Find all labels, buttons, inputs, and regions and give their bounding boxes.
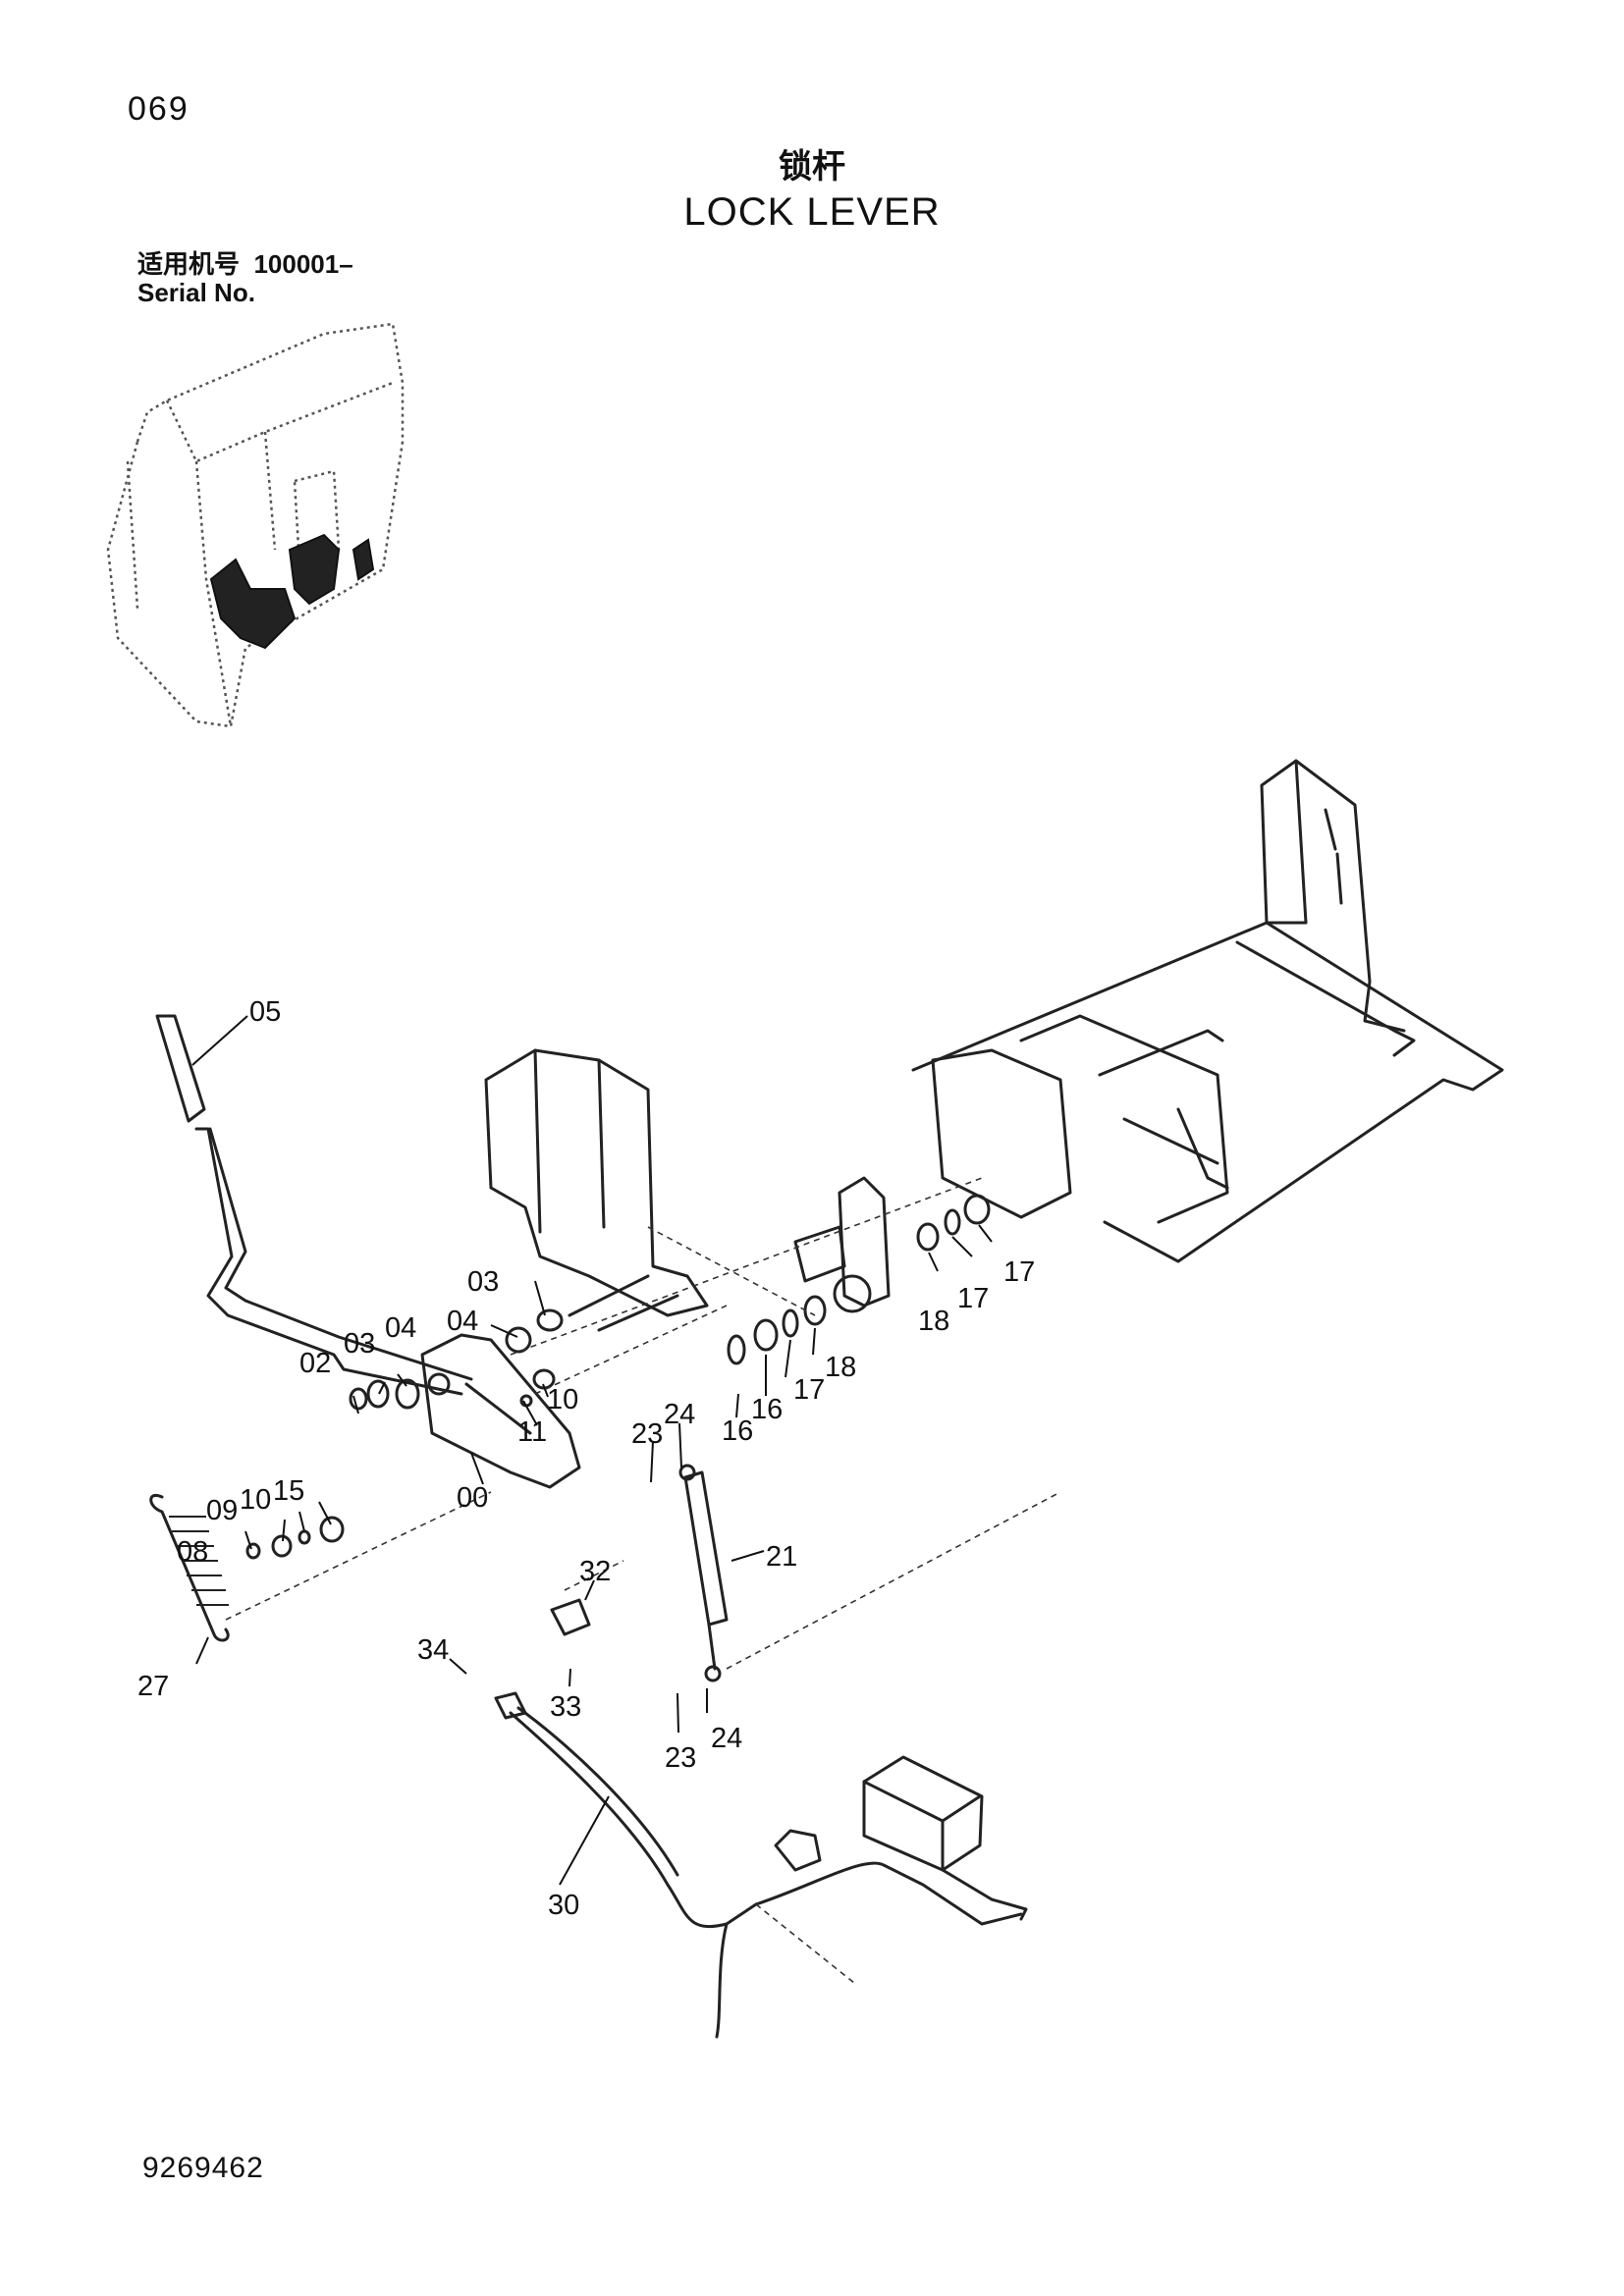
callout-11: 15	[273, 1475, 304, 1507]
callout-18-upper: 18	[918, 1306, 949, 1337]
callout-33: 33	[550, 1691, 581, 1723]
callout-21: 21	[766, 1541, 797, 1573]
limit-switch-harness-icon	[494, 1598, 1028, 2039]
callout-05: 05	[249, 996, 281, 1028]
pivot-plate-icon	[793, 1176, 891, 1313]
callout-08: 08	[177, 1536, 208, 1568]
title-english: LOCK LEVER	[683, 190, 941, 234]
washers-group-icon	[245, 1194, 991, 1560]
document-number: 9269462	[142, 2152, 264, 2184]
callout-labels: 05 03 04 02 03 04 10 11 09 10 15 08 00 1…	[137, 996, 1035, 1921]
callout-30: 30	[548, 1890, 579, 1921]
callout-24-lower: 24	[711, 1723, 742, 1754]
lever-bracket-icon	[420, 1333, 581, 1489]
callout-16-lower: 16	[751, 1394, 783, 1425]
callout-00: 00	[457, 1482, 488, 1514]
callout-03-lower: 03	[344, 1328, 375, 1360]
serial-label-en: Serial No.	[137, 278, 255, 307]
callout-32: 32	[579, 1556, 611, 1587]
callout-04-lower: 04	[385, 1312, 416, 1344]
callout-34: 34	[417, 1634, 449, 1666]
serial-value: 100001–	[253, 249, 353, 279]
leader-lines	[191, 1015, 993, 1886]
title-chinese: 锁杆	[779, 147, 845, 187]
callout-23-lower: 23	[665, 1742, 696, 1774]
callout-24-upper: 24	[664, 1399, 695, 1430]
alignment-lines-icon	[225, 1177, 1061, 1984]
callout-27: 27	[137, 1671, 169, 1702]
excavator-cab-icon	[106, 322, 405, 728]
callout-09-left: 09	[206, 1495, 238, 1526]
serial-block: 适用机号 100001– Serial No.	[137, 250, 353, 306]
serial-label-cn: 适用机号	[137, 250, 241, 280]
gas-spring-icon	[678, 1464, 729, 1682]
left-bracket-icon	[484, 1048, 709, 1332]
spring-icon	[149, 1493, 230, 1642]
callout-03-upper: 03	[467, 1266, 499, 1298]
callout-16-upper: 17	[1003, 1256, 1035, 1288]
callout-23-upper: 23	[631, 1418, 663, 1450]
callout-10-left: 10	[240, 1484, 271, 1516]
callout-15: 16	[722, 1415, 753, 1447]
callout-09-right: 10	[547, 1384, 578, 1415]
callout-17-upper: 17	[957, 1283, 989, 1314]
lock-lever-arm-icon	[155, 1014, 473, 1396]
callout-04-upper: 04	[447, 1306, 478, 1337]
callout-02: 02	[299, 1348, 331, 1379]
page-number: 069	[128, 90, 189, 128]
callout-10-right: 11	[517, 1416, 547, 1448]
console-frame-icon	[911, 759, 1504, 1263]
callout-17-lower: 17	[793, 1374, 825, 1406]
callout-18-lower: 18	[825, 1352, 856, 1383]
